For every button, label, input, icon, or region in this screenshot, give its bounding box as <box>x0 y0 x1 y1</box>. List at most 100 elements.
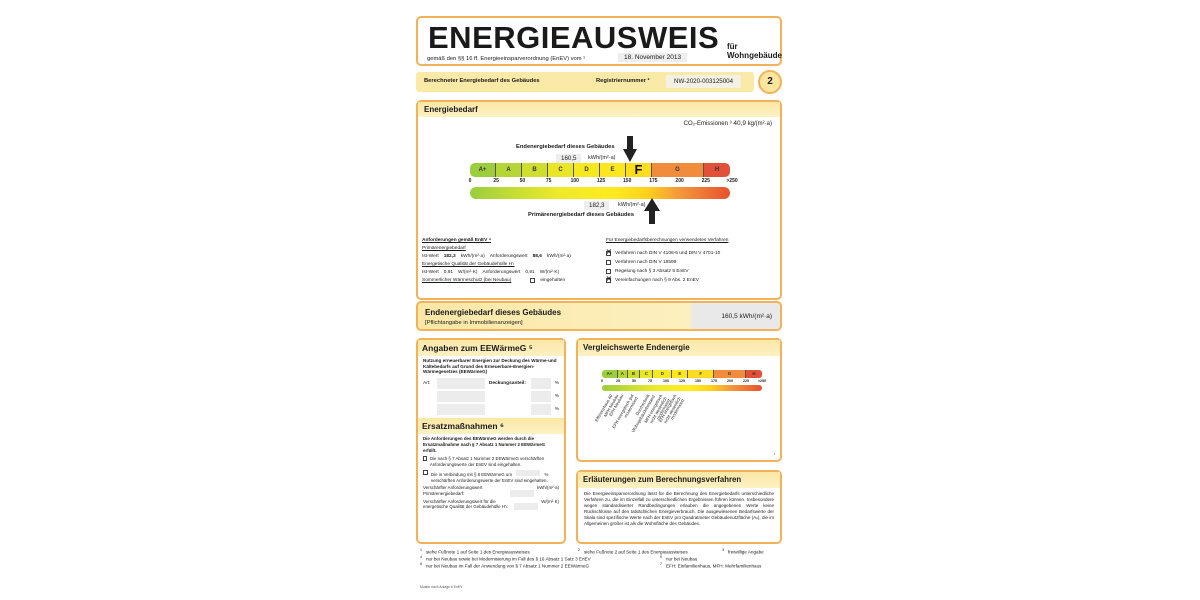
final-energy-band-value: 160,5 kWh/(m²·a) <box>721 313 772 320</box>
ersatz-intro: Die Anforderungen des EEWärmeG werden du… <box>423 436 546 453</box>
scale-tick: 25 <box>616 379 620 383</box>
primary-row: Ist-Wert 182,3 kWh/(m²·a) Anforderungswe… <box>422 254 600 259</box>
final-energy-value: 160,5 <box>556 154 582 163</box>
share-field[interactable] <box>530 404 551 416</box>
scale-tick: 200 <box>675 178 684 184</box>
class-h: H <box>745 370 762 378</box>
art-label: Art: <box>423 381 431 387</box>
procedure-label: Regelung nach § 3 Absatz 5 EnEV <box>615 269 689 274</box>
envelope-ist-value: 0,91 <box>443 270 454 275</box>
co2-value: 40,9 <box>733 120 746 127</box>
class-d: D <box>653 370 673 378</box>
share-field[interactable] <box>530 378 551 390</box>
art-field[interactable] <box>436 404 485 416</box>
footnote-text: nur bei Neubau <box>665 556 698 562</box>
comparison-gradient <box>602 385 762 391</box>
ist-label: Ist-Wert <box>422 254 439 259</box>
final-energy-unit: kWh/(m²·a) <box>588 155 616 161</box>
ersatz-item2-a: Die in Verbindung mit § 8 EEWärmeG um <box>431 471 513 477</box>
anf-label: Anforderungswert <box>489 254 528 259</box>
footnote-text: freiwillige Angabe <box>727 549 764 555</box>
class-e: E <box>672 370 689 378</box>
class-f: F <box>626 163 652 177</box>
env-req-label: Verschärfter Anforderungswert für die en… <box>423 498 509 510</box>
procedure-checkbox[interactable] <box>606 269 611 274</box>
procedure-checkbox[interactable] <box>606 260 611 265</box>
calculation-type: Berechneter Energiebedarf des Gebäudes <box>424 78 540 84</box>
ersatz-item: Die nach § 7 Absatz 1 Nummer 2 EEWärmeG … <box>418 455 564 468</box>
prim-req-line: Verschärfter Anforderungswert Primärener… <box>418 484 564 497</box>
art-field[interactable] <box>436 378 485 390</box>
registration-band: Berechneter Energiebedarf des Gebäudes R… <box>416 72 754 92</box>
bottom-note: Muster nach Anlage 6 EnEV <box>420 585 463 589</box>
energy-demand-section: Energiebedarf CO₂-Emissionen ³ 40,9 kg/(… <box>416 100 782 300</box>
scale-tick: >250 <box>757 379 767 383</box>
env-req-unit: W/(m²·K) <box>541 498 559 504</box>
percent-field[interactable] <box>516 469 541 476</box>
ersatz-title: Ersatzmaßnahmen ⁶ <box>418 418 564 435</box>
procedure-checkbox-checked[interactable] <box>606 251 612 256</box>
percent-sign: % <box>554 381 559 387</box>
final-energy-band: Endenergiebedarf dieses Gebäudes [Pflich… <box>416 301 782 331</box>
ersatz-checkbox[interactable] <box>423 469 428 475</box>
ersatz-checkbox[interactable] <box>423 456 427 462</box>
unit: W/(m²·K) <box>539 270 560 275</box>
final-energy-label: Endenergiebedarf dieses Gebäudes <box>516 144 615 150</box>
document-subtitle: für Wohngebäude <box>727 42 782 60</box>
class-h: H <box>704 163 730 177</box>
env-req-line: Verschärfter Anforderungswert für die en… <box>418 498 564 511</box>
share-field[interactable] <box>530 391 551 403</box>
ersatz-item: Die in Verbindung mit § 8 EEWärmeG um % … <box>418 469 564 484</box>
regulation-text: gemäß den §§ 16 ff. Energieeinsparverord… <box>427 56 586 62</box>
scale-tick: 150 <box>623 178 632 184</box>
prim-req-label: Verschärfter Anforderungswert Primärener… <box>423 485 483 496</box>
share-label: Deckungsanteil: <box>488 381 526 387</box>
class-b: B <box>627 370 641 378</box>
scale-tick: 0 <box>601 379 603 383</box>
comparison-footnote: ⁷ <box>773 453 775 457</box>
arrow-down-icon <box>623 136 637 162</box>
gradient-bar <box>470 187 730 199</box>
procedure-label: Vereinfachungen nach § 9 Abs. 2 EnEV <box>615 278 700 283</box>
scale-tick: 100 <box>663 379 669 383</box>
scale-tick: 75 <box>545 178 552 184</box>
summer-checkbox[interactable] <box>530 278 536 283</box>
art-field[interactable] <box>436 391 485 403</box>
env-req-field[interactable] <box>514 503 539 511</box>
prim-req-unit: kWh/(m²·a) <box>537 485 559 491</box>
class-a: A <box>618 370 628 378</box>
scale-tick: 50 <box>632 379 636 383</box>
summer-check-label: eingehalten <box>540 278 566 283</box>
scale-tick: 150 <box>695 379 701 383</box>
scale-tick: 75 <box>648 379 652 383</box>
procedure-checkbox-checked[interactable] <box>606 278 612 283</box>
scale-tick: 50 <box>519 178 526 184</box>
footnote-text: EFH: Einfamilienhaus, MFH: Mehrfamilienh… <box>665 563 762 569</box>
procedure-label: Verfahren nach DIN V 4108-6 und DIN V 47… <box>615 251 721 256</box>
class-c: C <box>548 163 574 177</box>
scale-tick: 200 <box>727 379 733 383</box>
percent-sign: % <box>544 471 549 477</box>
footnote-text: siehe Fußnote 2 auf Seite 1 des Energiea… <box>583 549 688 555</box>
comparison-title: Vergleichswerte Endenergie <box>578 340 780 356</box>
class-c: C <box>640 370 654 378</box>
requirements-column: Anforderungen gemäß EnEV ⁴ Primärenergie… <box>422 238 600 286</box>
explanations-title: Erläuterungen zum Berechnungsverfahren <box>578 472 780 488</box>
ersatz-item-label: Die nach § 7 Absatz 1 Nummer 2 EEWärmeG … <box>429 456 545 468</box>
registration-number-label: Registriernummer ² <box>596 78 650 84</box>
procedure-label: Verfahren nach DIN V 18599 <box>615 260 677 265</box>
footnote-text: nur bei Neubau im Fall der Anwendung von… <box>425 563 590 569</box>
regulation-date: 18. November 2013 <box>618 53 688 62</box>
explanations-section: Erläuterungen zum Berechnungsverfahren D… <box>576 470 782 544</box>
envelope-anf-value: 0,91 <box>525 270 535 275</box>
prim-req-field[interactable] <box>510 489 535 497</box>
procedure-item: Verfahren nach DIN V 4108-6 und DIN V 47… <box>606 251 778 256</box>
scale-tick: 225 <box>701 178 710 184</box>
